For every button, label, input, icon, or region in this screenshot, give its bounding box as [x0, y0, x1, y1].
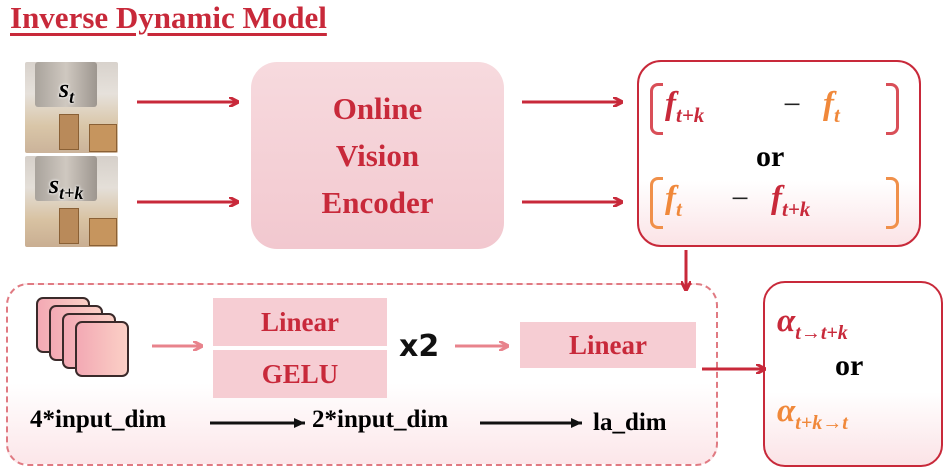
alpha-forward: αt→t+k: [777, 303, 848, 344]
dim-label-output: la_dim: [593, 409, 667, 436]
minus-sign: −: [783, 86, 802, 122]
wood-block-image: [59, 114, 79, 150]
robot-gripper-image: [35, 62, 97, 107]
latent-action-output-box: αt→t+k or αt+k→t: [763, 281, 943, 467]
feature-stack-card: [75, 321, 129, 377]
diagram-title: Inverse Dynamic Model: [10, 0, 327, 35]
dim-label-input: 4*input_dim: [30, 406, 167, 433]
feature-f-tk: ft+k: [665, 86, 705, 127]
bracket-left: [650, 177, 663, 229]
robot-gripper-image: [35, 156, 97, 201]
feature-f-t: ft: [665, 180, 682, 221]
state-label-t: st: [59, 74, 75, 107]
alpha-backward: αt+k→t: [777, 393, 848, 434]
bracket-left: [650, 83, 663, 135]
wood-block-image: [89, 218, 117, 246]
state-label-tk: st+k: [49, 170, 84, 203]
feature-f-tk: ft+k: [771, 180, 811, 221]
or-text: or: [835, 349, 864, 382]
wood-block-image: [89, 124, 117, 152]
frame-s-t: st: [25, 62, 118, 153]
encoder-line-3: Encoder: [321, 185, 434, 220]
bracket-right: [886, 177, 899, 229]
online-vision-encoder: Online Vision Encoder: [251, 62, 504, 249]
minus-sign: −: [731, 180, 750, 216]
bracket-right: [886, 83, 899, 135]
mlp-head-box: Linear GELU x2 Linear 4*input_dim 2*inpu…: [6, 283, 718, 466]
encoder-line-2: Vision: [335, 138, 420, 173]
repeat-x2-label: x2: [399, 329, 440, 364]
feature-difference-box: ft+k − ft or ft − ft+k: [637, 60, 921, 247]
linear-layer-2: Linear: [520, 322, 696, 368]
encoder-line-1: Online: [332, 91, 423, 126]
frame-s-tk: st+k: [25, 156, 118, 247]
wood-block-image: [59, 208, 79, 244]
linear-layer-1: Linear: [213, 298, 387, 346]
gelu-layer: GELU: [213, 350, 387, 398]
or-text: or: [756, 140, 785, 173]
feature-f-t: ft: [823, 86, 840, 127]
dim-label-hidden: 2*input_dim: [312, 406, 449, 433]
